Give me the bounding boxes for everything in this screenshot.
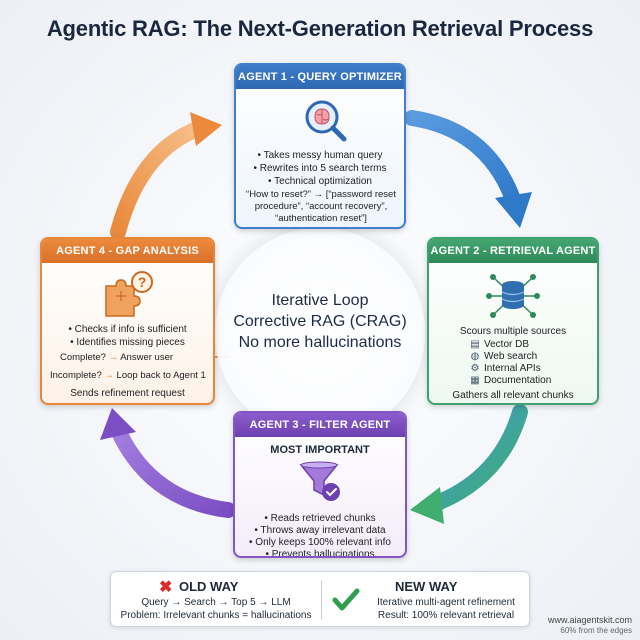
divider [321, 580, 322, 620]
page-title: Agentic RAG: The Next-Generation Retriev… [46, 16, 594, 41]
complete-label: Complete? [60, 352, 106, 363]
api-icon: ⚙ [470, 363, 480, 374]
arrow-right-icon: → [108, 352, 119, 363]
old-way-problem: Problem: Irrelevant chunks = hallucinati… [120, 610, 312, 621]
arrow-right-icon: → [104, 370, 114, 381]
old-way-flow: Query → Search → Top 5 → LLM [141, 597, 291, 608]
incomplete-row: Incomplete? → Loop back to Agent 1 [50, 369, 213, 382]
agent1-bullet: • Takes messy human query [257, 150, 383, 161]
agent1-header: AGENT 1 - QUERY OPTIMIZER [236, 65, 404, 89]
comparison-box: ✖ OLD WAY Query → Search → Top 5 → LLM P… [110, 571, 530, 627]
agent1-bullet: • Technical optimization [268, 176, 372, 187]
agent3-bullet: • Reads retrieved chunks [264, 513, 376, 524]
arrowhead-agent1 [190, 112, 222, 146]
source-label: Internal APIs [484, 363, 541, 374]
source-item-web-search: ◍ Web search [469, 350, 589, 363]
footer-note: 60% from the edges [560, 626, 632, 635]
agent4-summary: Sends refinement request [70, 388, 185, 399]
brain-magnifier-icon [305, 100, 347, 142]
agent4-bullet: • Identifies missing pieces [70, 337, 185, 348]
agent2-header: AGENT 2 - RETRIEVAL AGENT [429, 239, 597, 263]
agent3-bullet: • Only keeps 100% relevant info [249, 537, 391, 548]
agent2-card: AGENT 2 - RETRIEVAL AGENT Scours multipl… [427, 237, 599, 405]
center-line3: No more hallucinations [238, 334, 402, 351]
incomplete-result: Loop back to Agent 1 [116, 370, 206, 381]
svg-text:?: ? [138, 274, 147, 290]
agent4-bullets: • Checks if info is sufficient • Identif… [42, 323, 213, 349]
center-label: Iterative Loop Corrective RAG (CRAG) No … [215, 290, 425, 353]
arrowhead-agent4 [100, 408, 136, 440]
globe-icon: ◍ [470, 351, 480, 362]
agent4-card: AGENT 4 - GAP ANALYSIS AGENT ? • Checks … [40, 237, 215, 405]
agent1-card: AGENT 1 - QUERY OPTIMIZER • Takes messy … [234, 63, 406, 229]
arrow-agent4-to-agent1 [110, 120, 208, 240]
arrow-agent2-to-agent3 [424, 404, 528, 513]
source-label: Vector DB [484, 339, 530, 350]
agent3-card: AGENT 3 - FILTER AGENT MOST IMPORTANT • … [233, 411, 407, 558]
center-circle [215, 228, 425, 438]
old-way-title: OLD WAY [179, 579, 239, 594]
database-icon: ▤ [470, 339, 480, 350]
source-label: Web search [484, 351, 538, 362]
funnel-check-icon [299, 461, 340, 501]
new-way-result: Result: 100% relevant retrieval [377, 610, 515, 621]
arrowhead-agent3 [410, 487, 444, 524]
arrow-agent3-to-agent4 [110, 422, 236, 518]
complete-row: Complete? → Answer user [60, 351, 213, 364]
agent1-example: “How to reset?” → [“password reset proce… [242, 189, 400, 225]
source-item-documentation: ▦ Documentation [469, 374, 589, 387]
agent2-intro: Scours multiple sources [459, 326, 567, 337]
agent3-header: AGENT 3 - FILTER AGENT [235, 413, 405, 437]
source-label: Documentation [484, 375, 552, 386]
x-mark-icon: ✖ [159, 579, 173, 596]
agent1-example-line: procedure”, “account recovery”, [254, 201, 388, 212]
new-way-method: Iterative multi-agent refinement [377, 597, 515, 608]
check-mark-icon [332, 588, 360, 611]
agent1-bullet: • Rewrites into 5 search terms [253, 163, 387, 174]
incomplete-label: Incomplete? [50, 370, 102, 381]
agent3-bullets: • Reads retrieved chunks • Throws away i… [235, 513, 405, 558]
footer-site: www.aiagentskit.com [547, 615, 632, 625]
document-icon: ▦ [470, 375, 480, 386]
most-important-label: MOST IMPORTANT [270, 444, 370, 456]
source-item-vector-db: ▤ Vector DB [469, 338, 589, 351]
agent1-example-line: “How to reset?” → [“password reset [246, 189, 396, 200]
puzzle-question-icon: ? [105, 271, 153, 317]
database-network-icon [486, 274, 540, 318]
agent3-bullet: • Throws away irrelevant data [254, 525, 386, 536]
arrowhead-agent2 [495, 192, 532, 228]
agent1-bullets: • Takes messy human query • Rewrites int… [236, 149, 404, 188]
agent4-bullet: • Checks if info is sufficient [68, 324, 187, 335]
source-item-internal-apis: ⚙ Internal APIs [469, 362, 589, 375]
center-line1: Iterative Loop [271, 292, 369, 309]
new-way-title: NEW WAY [395, 579, 458, 594]
arrow-agent1-to-agent2 [404, 110, 523, 213]
center-line2: Corrective RAG (CRAG) [233, 313, 407, 330]
complete-result: Answer user [120, 352, 174, 363]
agent3-bullet: • Prevents hallucinations [265, 549, 375, 558]
agent1-example-line: “authentication reset”] [275, 213, 367, 224]
agent4-header: AGENT 4 - GAP ANALYSIS AGENT [42, 239, 213, 281]
agent2-summary: Gathers all relevant chunks [452, 390, 574, 401]
